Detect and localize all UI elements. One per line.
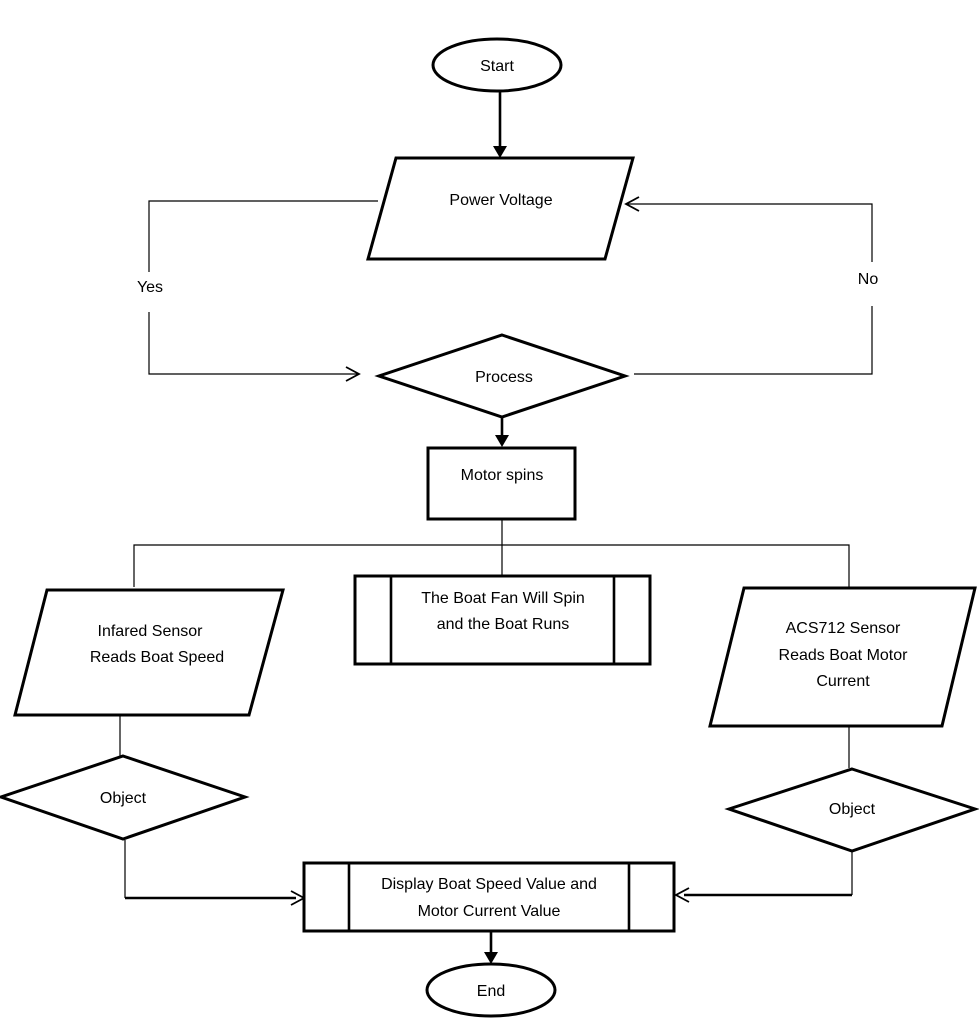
infrared-line-2: Reads Boat Speed	[90, 649, 224, 666]
display-line-1: Display Boat Speed Value and	[381, 876, 597, 893]
no-label: No	[858, 271, 879, 288]
arrowhead-right-to-display	[674, 887, 690, 903]
end-label: End	[477, 983, 505, 1000]
arrowhead-no	[624, 196, 640, 212]
arrowhead-process-to-motor	[495, 435, 509, 447]
acs712-sensor-input	[708, 586, 977, 728]
infrared-sensor-input	[13, 588, 285, 717]
motor-spins-box	[426, 446, 577, 521]
acs712-line-2: Reads Boat Motor	[779, 647, 909, 664]
connector-no-lower	[634, 306, 873, 375]
connector-yes-upper	[148, 200, 378, 272]
arrowhead-yes	[345, 366, 361, 382]
process-label: Process	[475, 369, 533, 386]
boat-fan-process	[353, 574, 652, 666]
connector-branch-bus	[133, 544, 850, 589]
infrared-line-1: Infared Sensor	[98, 623, 204, 640]
end-terminal	[425, 962, 557, 1018]
object-right-decision	[724, 767, 979, 853]
connector-no-upper	[626, 203, 873, 262]
boat-fan-line-2: and the Boat Runs	[437, 616, 570, 633]
object-left-decision	[0, 754, 250, 841]
arrowhead-start-to-power	[493, 146, 507, 158]
display-line-2: Motor Current Value	[418, 903, 561, 920]
start-label: Start	[480, 58, 514, 75]
boat-fan-line-1: The Boat Fan Will Spin	[421, 590, 585, 607]
power-voltage-label: Power Voltage	[449, 192, 552, 209]
arrowhead-display-to-end	[484, 952, 498, 964]
acs712-line-1: ACS712 Sensor	[786, 620, 901, 637]
motor-spins-label: Motor spins	[461, 467, 544, 484]
object-right-label: Object	[829, 801, 876, 818]
yes-label: Yes	[137, 279, 163, 296]
acs712-line-3: Current	[816, 673, 870, 690]
display-process	[302, 861, 676, 933]
power-voltage-input	[366, 156, 635, 261]
connector-yes-lower	[148, 312, 358, 375]
object-left-label: Object	[100, 790, 147, 807]
process-decision	[374, 333, 630, 419]
start-terminal	[431, 37, 563, 93]
